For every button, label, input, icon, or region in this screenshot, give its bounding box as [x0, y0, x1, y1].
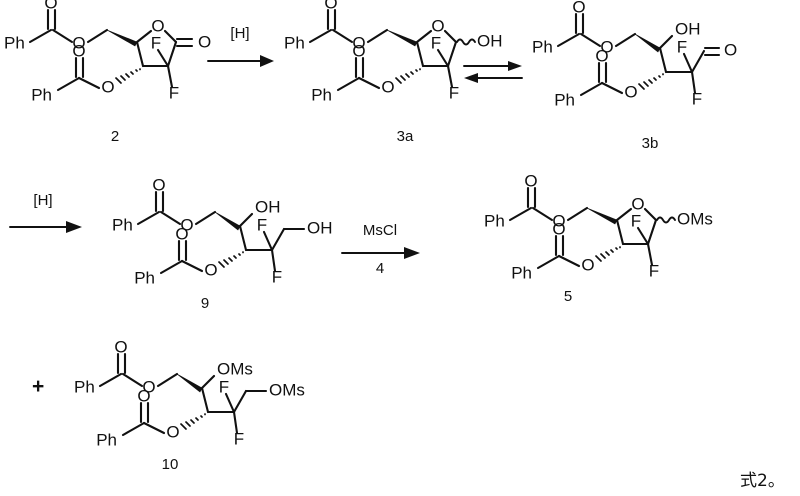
atom-label-o-ester: O: [180, 215, 193, 234]
atom-label-f-down: F: [649, 261, 659, 280]
atom-label-o-ester2: O: [581, 255, 594, 274]
reaction-arrow-1: [207, 55, 274, 67]
atom-label-o-carbonyl: O: [114, 337, 127, 356]
atom-label-ph: Ph: [484, 211, 505, 230]
atom-label-f-down: F: [234, 429, 244, 448]
atom-label-o-lactone: O: [198, 32, 211, 51]
atom-label-o-carbonyl: O: [324, 0, 337, 12]
atom-label-o-ring: O: [151, 16, 164, 35]
compound-label-3b: 3b: [641, 135, 659, 152]
atom-label-ph: Ph: [74, 377, 95, 396]
atom-label-o-carbonyl: O: [524, 171, 537, 190]
atom-label-ph2: Ph: [511, 263, 532, 282]
hashed-wedge-c3: [395, 68, 421, 84]
figure-caption: 式2。: [740, 471, 785, 491]
atom-label-f-down: F: [272, 267, 282, 286]
atom-label-o-ester: O: [552, 211, 565, 230]
atom-label-f-ring: F: [431, 33, 441, 52]
atom-label-f-up: F: [677, 37, 687, 56]
atom-label-oms-primary: OMs: [269, 380, 305, 399]
atom-label-ph: Ph: [4, 33, 25, 52]
atom-label-o-carbonyl: O: [572, 0, 585, 16]
atom-label-o-ester2: O: [101, 77, 114, 96]
atom-label-ph2: Ph: [311, 85, 332, 104]
atom-label-ph: Ph: [112, 215, 133, 234]
reagent-label-h-2: [H]: [33, 192, 53, 209]
structure-compound-2: Ph O O O O F F: [4, 0, 211, 104]
reaction-arrow-3: [341, 247, 420, 259]
hashed-wedge-c3: [638, 73, 664, 90]
structure-compound-5: Ph O O O OMs F F O O P: [484, 171, 713, 282]
reagent-sublabel-4: 4: [375, 260, 385, 277]
atom-label-o-carbonyl2: O: [175, 224, 188, 243]
atom-label-o-ester: O: [72, 33, 85, 52]
atom-label-o-carbonyl2: O: [352, 41, 365, 60]
atom-label-f-down: F: [169, 83, 179, 102]
atom-label-o-aldehyde: O: [724, 40, 737, 59]
atom-label-o-ester2: O: [166, 422, 179, 441]
atom-label-o-carbonyl: O: [44, 0, 57, 12]
hashed-wedge-c3: [218, 251, 244, 268]
atom-label-oms-anomeric: OMs: [677, 209, 713, 228]
atom-label-o-carbonyl2: O: [595, 46, 608, 65]
hashed-wedge-c3: [595, 246, 621, 262]
structure-compound-3a: Ph O O O OH F F O O: [284, 0, 503, 104]
atom-label-o-ester: O: [352, 33, 365, 52]
atom-label-oh: OH: [675, 19, 701, 38]
atom-label-f-ring: F: [151, 33, 161, 52]
atom-label-ph2: Ph: [554, 90, 575, 109]
compound-label-9: 9: [200, 295, 210, 312]
atom-label-ph2: Ph: [134, 268, 155, 287]
wavy-bond-anomeric: [656, 216, 676, 224]
equilibrium-arrow: [463, 61, 523, 83]
atom-label-oh-secondary: OH: [255, 197, 281, 216]
structure-compound-3b: Ph O O OH F F O: [532, 0, 737, 109]
atom-label-o-ester: O: [142, 377, 155, 396]
atom-label-f-up: F: [257, 215, 267, 234]
atom-label-f-ring: F: [631, 211, 641, 230]
atom-label-o-ester2: O: [204, 260, 217, 279]
atom-label-o-ester2: O: [624, 82, 637, 101]
compound-label-2: 2: [110, 128, 120, 145]
atom-label-oms-secondary: OMs: [217, 359, 253, 378]
reagent-label-h-1: [H]: [230, 25, 250, 42]
structure-compound-10: Ph O O OMs F F OMs O O Ph: [74, 337, 305, 449]
atom-label-ph2: Ph: [31, 85, 52, 104]
atom-label-o-carbonyl2: O: [72, 41, 85, 60]
atom-label-ph2: Ph: [96, 430, 117, 449]
atom-label-f-down: F: [692, 89, 702, 108]
structure-compound-9: Ph O O OH F F OH O O P: [112, 175, 333, 287]
atom-label-o-ring: O: [431, 16, 444, 35]
compound-label-5: 5: [563, 288, 573, 305]
atom-label-o-carbonyl2: O: [552, 219, 565, 238]
hashed-wedge-c3: [115, 68, 141, 84]
compound-label-10: 10: [161, 456, 179, 473]
reaction-arrow-2: [9, 221, 82, 233]
atom-label-o-carbonyl: O: [152, 175, 165, 194]
atom-label-f-up: F: [219, 377, 229, 396]
reagent-label-mscl: MsCl: [362, 222, 398, 239]
plus-sign: +: [32, 375, 45, 398]
atom-label-o-ring: O: [631, 194, 644, 213]
atom-label-o-ester: O: [600, 37, 613, 56]
compound-label-3a: 3a: [396, 128, 414, 145]
atom-label-ph: Ph: [532, 37, 553, 56]
atom-label-o-ester2: O: [381, 77, 394, 96]
atom-label-o-carbonyl2: O: [137, 386, 150, 405]
atom-label-f-down: F: [449, 83, 459, 102]
hashed-wedge-c3: [180, 413, 206, 430]
atom-label-ph: Ph: [284, 33, 305, 52]
atom-label-oh-anomeric: OH: [477, 31, 503, 50]
atom-label-oh-primary: OH: [307, 218, 333, 237]
wavy-bond-anomeric: [456, 38, 476, 46]
